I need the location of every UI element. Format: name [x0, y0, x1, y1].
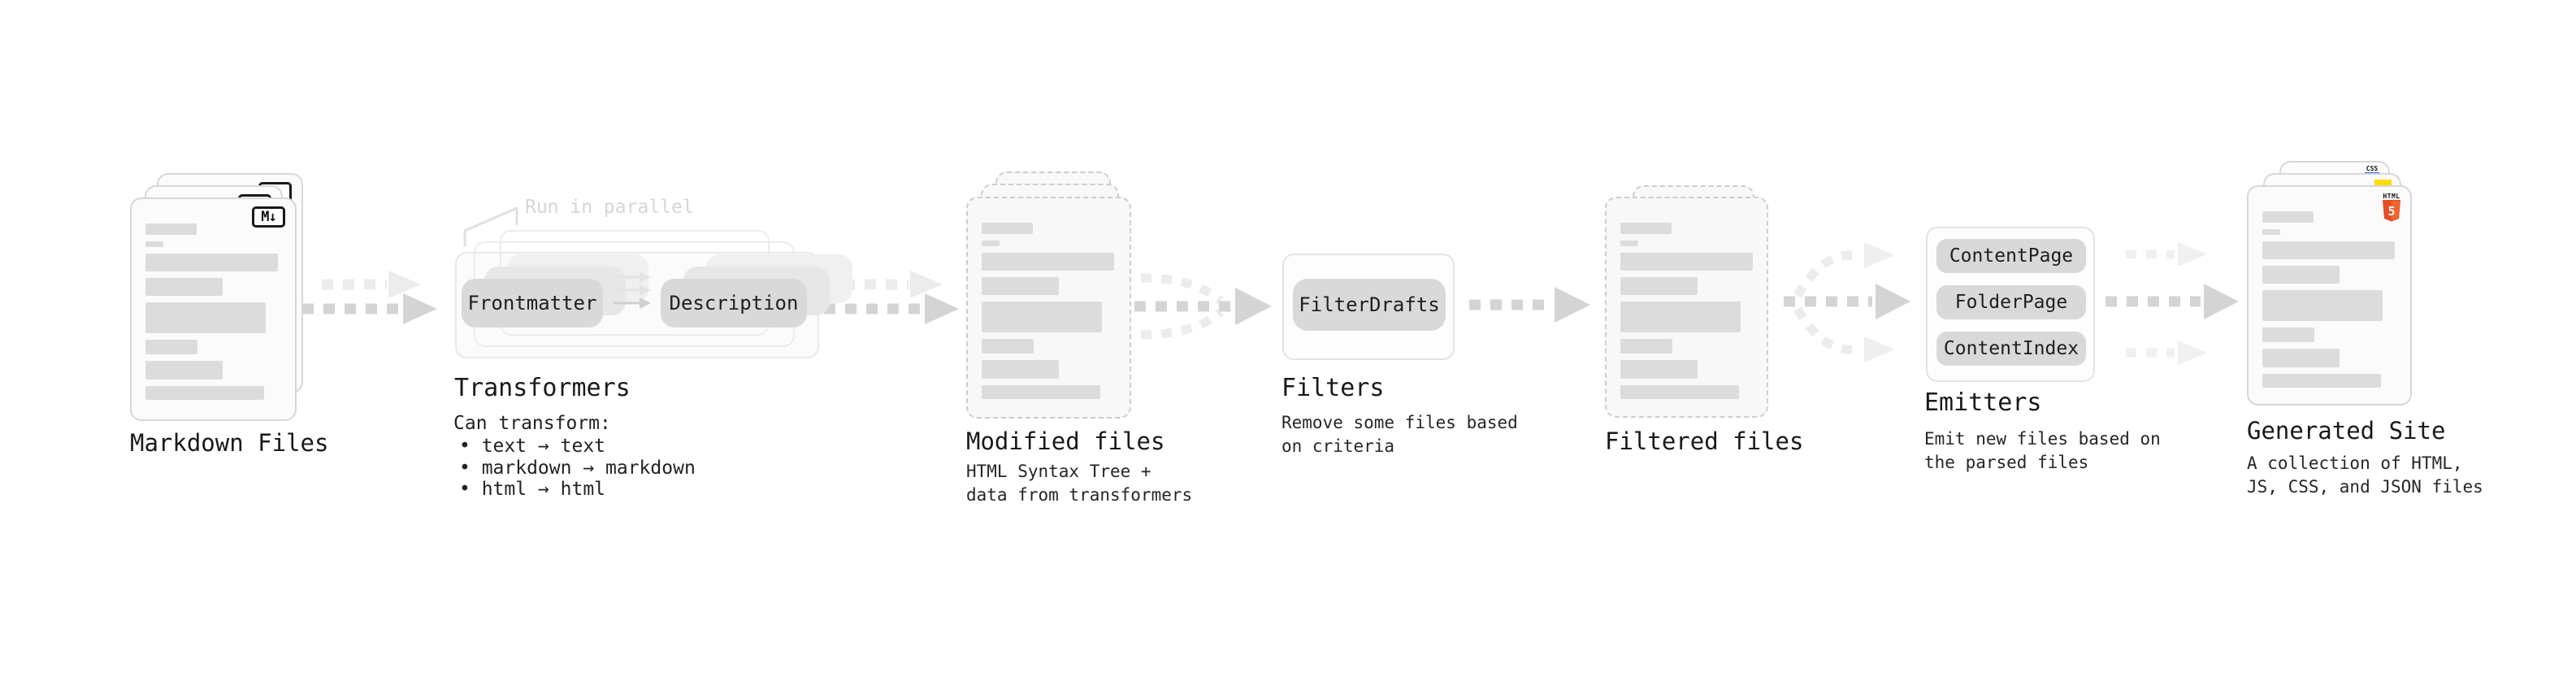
subtitle-line: JS, CSS, and JSON files	[2247, 477, 2483, 497]
markdown-file-card-front: M↓	[130, 197, 297, 421]
transformers-note-heading: Can transform:	[453, 413, 611, 434]
transformers-bullet-list: • text → text • markdown → markdown • ht…	[459, 436, 696, 501]
document-content-placeholder	[1607, 198, 1767, 399]
flow-arrow-split-icon	[1784, 242, 1910, 362]
modified-file-card-front	[966, 197, 1131, 419]
html5-icon: HTML 5	[2381, 193, 2402, 226]
markdown-icon: M↓	[252, 206, 285, 228]
text-placeholder-bar	[145, 254, 278, 271]
filtered-files-stack	[1605, 184, 1804, 424]
flow-arrow-icon	[1469, 287, 1590, 323]
text-placeholder-bar	[145, 386, 264, 400]
text-placeholder-bar	[1620, 277, 1698, 295]
text-placeholder-bar	[1620, 241, 1638, 246]
filtered-files-label: Filtered files	[1605, 427, 1804, 455]
subtitle-line: Remove some files based	[1281, 413, 1518, 432]
transformers-group: Frontmatter Description	[455, 230, 852, 368]
flow-arrow-triple-icon	[2105, 242, 2239, 365]
text-placeholder-bar	[145, 223, 197, 235]
text-placeholder-bar	[1620, 360, 1698, 379]
generated-site-subtitle: A collection of HTML, JS, CSS, and JSON …	[2247, 452, 2483, 499]
text-placeholder-bar	[2262, 349, 2340, 367]
markdown-files-label: Markdown Files	[130, 429, 329, 457]
folder-page-pill: FolderPage	[1936, 285, 2086, 319]
flow-arrow-icon	[824, 271, 959, 324]
document-content-placeholder	[2249, 187, 2410, 388]
text-placeholder-bar	[1620, 223, 1672, 234]
description-pill: Description	[661, 279, 807, 327]
transformers-label: Transformers	[454, 374, 631, 402]
content-page-pill: ContentPage	[1936, 239, 2086, 273]
html5-badge-label: HTML	[2383, 193, 2400, 200]
subtitle-line: A collection of HTML,	[2247, 453, 2463, 473]
html5-shield-icon: 5	[2383, 200, 2400, 222]
emitters-card: ContentPage FolderPage ContentIndex	[1926, 227, 2095, 382]
text-placeholder-bar	[1620, 385, 1739, 399]
filter-drafts-pill: FilterDrafts	[1293, 279, 1446, 331]
document-content-placeholder	[132, 199, 295, 400]
text-placeholder-bar	[982, 360, 1059, 379]
flow-arrow-merge-icon	[1134, 273, 1272, 340]
text-placeholder-bar	[982, 339, 1034, 354]
text-placeholder-bar	[145, 241, 163, 247]
css-badge-label: CSS	[2366, 165, 2379, 172]
modified-files-label: Modified files	[966, 427, 1165, 455]
text-placeholder-bar	[145, 278, 223, 296]
subtitle-line: on criteria	[1281, 436, 1395, 456]
modified-files-subtitle: HTML Syntax Tree + data from transformer…	[966, 460, 1192, 507]
content-index-pill: ContentIndex	[1936, 332, 2086, 366]
text-placeholder-bar	[1620, 253, 1753, 271]
filters-label: Filters	[1281, 374, 1385, 402]
text-placeholder-bar	[2262, 211, 2314, 223]
text-placeholder-bar	[145, 302, 266, 333]
bullet-item: • markdown → markdown	[459, 457, 696, 479]
text-placeholder-bar	[2262, 374, 2381, 388]
bullet-item: • html → html	[459, 479, 606, 500]
text-placeholder-bar	[982, 301, 1102, 332]
text-placeholder-bar	[982, 277, 1059, 295]
annotation-leader-line	[463, 206, 518, 247]
emitters-label: Emitters	[1924, 388, 2042, 417]
filtered-file-card-front	[1605, 197, 1768, 418]
subtitle-line: Emit new files based on	[1924, 429, 2161, 449]
text-placeholder-bar	[1620, 339, 1672, 354]
text-placeholder-bar	[982, 241, 1000, 246]
subtitle-line: HTML Syntax Tree +	[966, 462, 1151, 481]
generated-site-label: Generated Site	[2247, 417, 2446, 445]
text-placeholder-bar	[2262, 266, 2340, 284]
parallel-arrows-icon	[614, 271, 651, 309]
run-in-parallel-annotation: Run in parallel	[525, 197, 694, 218]
filters-card: FilterDrafts	[1282, 254, 1455, 360]
text-placeholder-bar	[2262, 327, 2314, 342]
emitters-subtitle: Emit new files based on the parsed files	[1924, 427, 2161, 475]
document-content-placeholder	[968, 198, 1130, 399]
filters-subtitle: Remove some files based on criteria	[1281, 411, 1518, 458]
frontmatter-pill: Frontmatter	[462, 279, 603, 327]
text-placeholder-bar	[982, 223, 1033, 234]
text-placeholder-bar	[145, 361, 223, 380]
generated-file-card-html: HTML 5	[2247, 185, 2412, 406]
text-placeholder-bar	[2262, 290, 2383, 321]
text-placeholder-bar	[982, 385, 1100, 399]
subtitle-line: the parsed files	[1924, 453, 2089, 472]
subtitle-line: data from transformers	[966, 485, 1193, 505]
text-placeholder-bar	[1620, 301, 1741, 332]
markdown-files-stack: M↓ M↓ M↓	[130, 172, 333, 424]
text-placeholder-bar	[2262, 241, 2395, 259]
modified-files-stack	[966, 171, 1169, 423]
flow-arrow-icon	[302, 271, 437, 324]
generated-site-stack: CSS HTML 5	[2247, 161, 2458, 413]
bullet-item: • text → text	[459, 436, 606, 457]
svg-text:5: 5	[2387, 204, 2395, 219]
text-placeholder-bar	[982, 253, 1114, 271]
text-placeholder-bar	[145, 340, 197, 354]
text-placeholder-bar	[2262, 229, 2280, 235]
